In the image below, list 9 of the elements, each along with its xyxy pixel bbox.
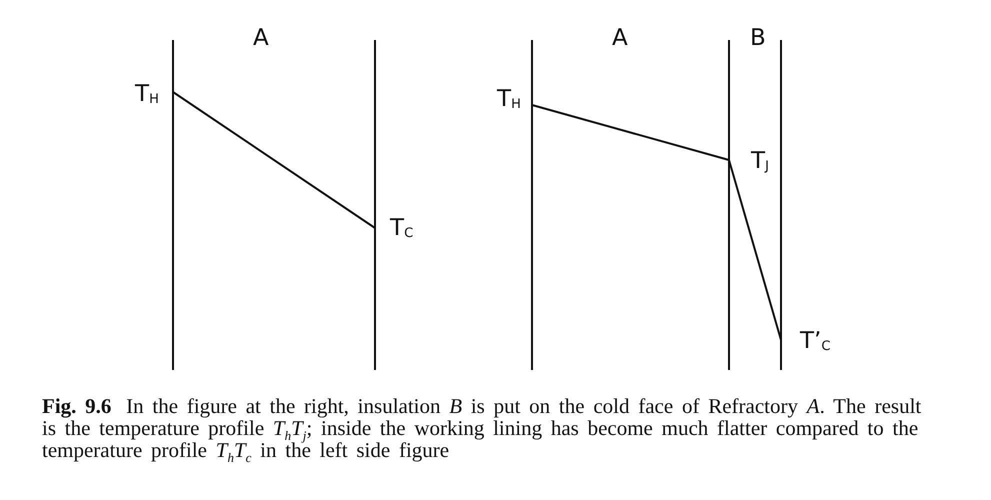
figure-caption: Fig. 9.6 In the figure at the right, insulation B is put on the cold face of Refractory A. The result is the temperature profile T$_{h}$T$_{j}$; inside the working lining has become much flatter compared to the temperature profile T$_{h}$T$_{c}$ in the left side figure <box>42 395 922 466</box>
layer-label: A <box>253 27 269 50</box>
layer-label: A <box>612 27 628 50</box>
layer-label: B <box>750 27 766 50</box>
temperature-label: T’$_{C}$ <box>800 330 830 353</box>
temperature-label: T$_{H}$ <box>497 88 521 111</box>
temperature-label: T$_{H}$ <box>135 83 159 106</box>
temperature-label: T$_{C}$ <box>390 217 414 240</box>
temperature-label: T$_{J}$ <box>751 150 769 173</box>
